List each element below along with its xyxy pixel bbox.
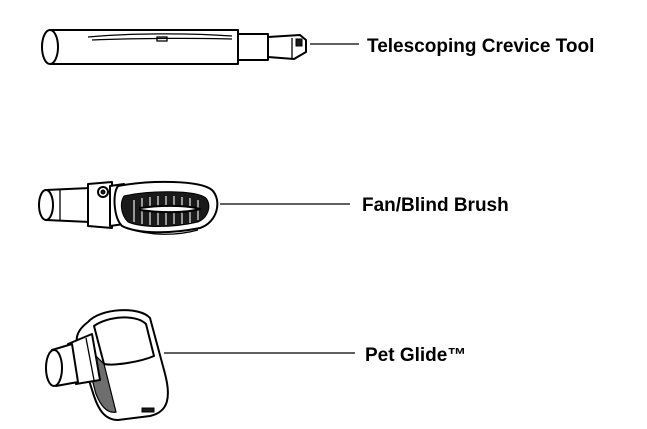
crevice-tool-label: Telescoping Crevice Tool bbox=[367, 36, 594, 57]
fan-blind-brush-icon bbox=[38, 180, 219, 235]
pet-glide-label: Pet Glide™ bbox=[365, 345, 466, 366]
pet-glide-icon bbox=[45, 309, 169, 421]
fan-blind-brush-label: Fan/Blind Brush bbox=[362, 195, 509, 216]
crevice-tool-icon bbox=[41, 29, 307, 65]
